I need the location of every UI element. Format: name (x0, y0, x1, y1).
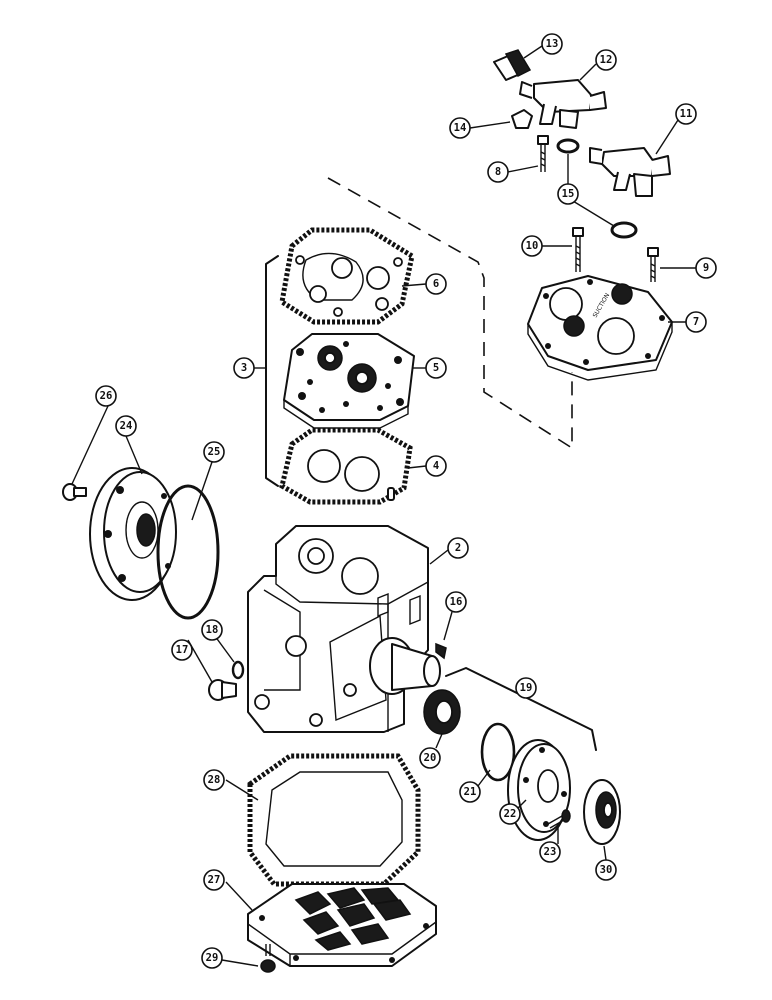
svg-text:11: 11 (680, 108, 693, 120)
callout-19: 19 (515, 677, 537, 699)
callout-7: 7 (685, 311, 707, 333)
callout-15: 15 (557, 183, 579, 205)
svg-text:3: 3 (241, 362, 247, 374)
o-ring-25 (156, 484, 220, 620)
svg-text:13: 13 (546, 38, 559, 50)
svg-text:2: 2 (455, 542, 461, 554)
front-housing-24 (89, 467, 177, 601)
svg-text:18: 18 (206, 624, 219, 636)
valve-plate-5 (283, 333, 415, 429)
callout-22: 22 (499, 803, 521, 825)
callout-3: 3 (233, 357, 255, 379)
svg-text:14: 14 (454, 122, 467, 134)
svg-text:12: 12 (600, 54, 613, 66)
bolt-8 (537, 135, 549, 172)
svg-text:23: 23 (544, 846, 557, 858)
head-group-dashed-outline (327, 177, 573, 450)
svg-text:29: 29 (206, 952, 219, 964)
svg-text:5: 5 (433, 362, 439, 374)
callout-23: 23 (539, 841, 561, 863)
svg-text:7: 7 (693, 316, 699, 328)
svg-text:22: 22 (504, 808, 517, 820)
svg-text:8: 8 (495, 166, 501, 178)
svg-text:16: 16 (450, 596, 463, 608)
key-16 (435, 642, 447, 660)
service-valve-12 (519, 79, 607, 129)
callout-10: 10 (521, 235, 543, 257)
kit-3-bracket (265, 255, 279, 487)
svg-text:28: 28 (208, 774, 221, 786)
callout-16: 16 (445, 591, 467, 613)
seal-plate-22 (507, 739, 571, 841)
svg-text:4: 4 (433, 460, 439, 472)
seal-30 (583, 779, 621, 845)
fitting-13 (493, 49, 532, 81)
callout-6: 6 (425, 273, 447, 295)
callout-4: 4 (425, 455, 447, 477)
svg-text:10: 10 (526, 240, 539, 252)
callout-28: 28 (203, 769, 225, 791)
gasket-4 (279, 427, 413, 505)
callout-2: 2 (447, 537, 469, 559)
svg-text:27: 27 (208, 874, 221, 886)
callout-17: 17 (171, 639, 193, 661)
svg-text:15: 15 (562, 188, 575, 200)
bolt-29 (260, 944, 276, 973)
shaft-seal-20 (423, 689, 461, 735)
kit-19-bracket (445, 667, 597, 751)
svg-text:9: 9 (703, 262, 709, 274)
svg-text:17: 17 (176, 644, 189, 656)
callout-24: 24 (115, 415, 137, 437)
o-ring-18 (231, 660, 245, 680)
callout-25: 25 (203, 441, 225, 463)
callout-5: 5 (425, 357, 447, 379)
screw-23 (547, 809, 571, 829)
callout-11: 11 (675, 103, 697, 125)
callout-14: 14 (449, 117, 471, 139)
plug-17 (208, 679, 237, 701)
bolt-26 (62, 483, 87, 501)
svg-text:19: 19 (520, 682, 533, 694)
svg-text:20: 20 (424, 752, 437, 764)
bolt-9 (647, 247, 659, 282)
callout-29: 29 (201, 947, 223, 969)
svg-text:6: 6 (433, 278, 439, 290)
callout-27: 27 (203, 869, 225, 891)
oil-pan-27 (247, 883, 437, 967)
callout-18: 18 (201, 619, 223, 641)
callout-8: 8 (487, 161, 509, 183)
dowel-pin (387, 487, 395, 501)
o-ring-21 (480, 722, 516, 782)
leader-lines (71, 45, 696, 967)
compressor-body-2 (247, 525, 441, 733)
callout-12: 12 (595, 49, 617, 71)
callout-9: 9 (695, 257, 717, 279)
cap-14 (511, 109, 533, 129)
cylinder-head-7: SUCTION (527, 275, 673, 381)
service-valve-11 (589, 147, 671, 197)
gasket-28 (247, 753, 421, 887)
bolt-10 (572, 227, 584, 272)
seal-15-upper (556, 138, 580, 154)
svg-text:24: 24 (120, 420, 133, 432)
seal-15-lower (610, 221, 638, 239)
svg-text:25: 25 (208, 446, 221, 458)
svg-text:30: 30 (600, 864, 613, 876)
callout-21: 21 (459, 781, 481, 803)
gasket-6 (279, 227, 415, 325)
svg-text:26: 26 (100, 390, 113, 402)
callout-30: 30 (595, 859, 617, 881)
callout-20: 20 (419, 747, 441, 769)
svg-text:21: 21 (464, 786, 477, 798)
callout-13: 13 (541, 33, 563, 55)
callout-26: 26 (95, 385, 117, 407)
